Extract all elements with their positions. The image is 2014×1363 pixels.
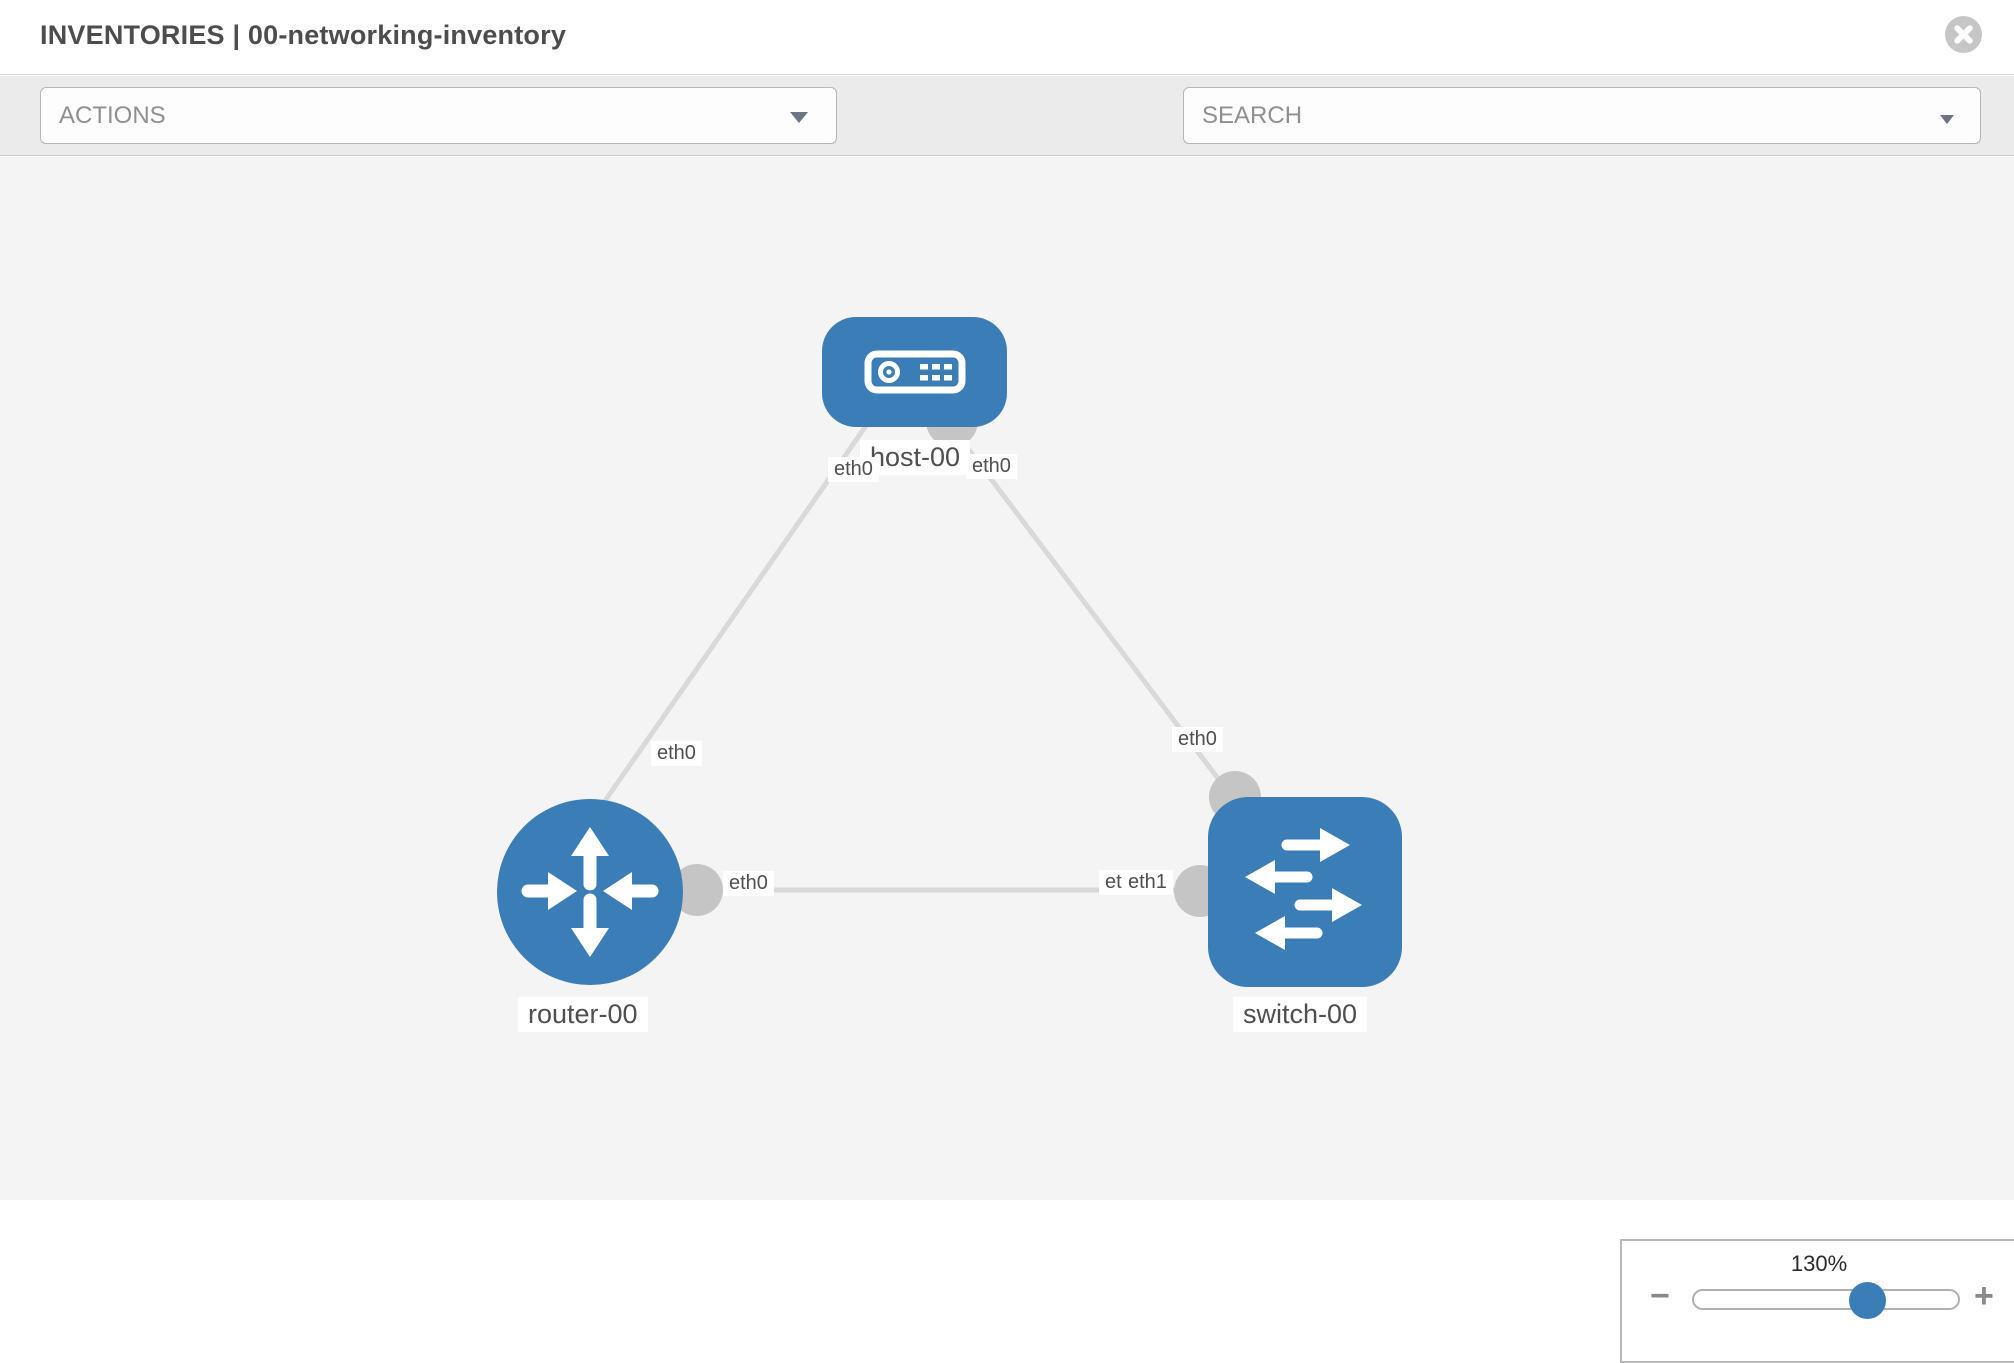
zoom-control-panel: 130% − +: [1620, 1239, 2014, 1363]
node-router-00[interactable]: [497, 799, 683, 985]
zoom-in-button[interactable]: +: [1974, 1277, 1994, 1315]
zoom-out-button[interactable]: −: [1650, 1277, 1670, 1315]
switch-icon: [1245, 828, 1362, 950]
close-icon: [1954, 25, 1973, 44]
iface-circle-router00[interactable]: [671, 864, 723, 916]
node-label-router-00: router-00: [518, 997, 648, 1032]
router-icon: [521, 827, 659, 957]
iface-label-router-eth0: eth0: [723, 871, 774, 896]
iface-label-switch-uplink: eth0: [1172, 727, 1223, 752]
zoom-slider-thumb[interactable]: [1849, 1282, 1886, 1319]
search-dropdown[interactable]: SEARCH: [1183, 87, 1981, 144]
chevron-down-icon: [1940, 115, 1954, 124]
actions-dropdown[interactable]: ACTIONS: [40, 87, 837, 144]
close-button[interactable]: [1945, 16, 1982, 53]
zoom-slider-track[interactable]: [1692, 1282, 1960, 1319]
link-host00-router00[interactable]: [597, 418, 873, 810]
search-dropdown-label: SEARCH: [1202, 102, 1303, 129]
header: INVENTORIES | 00-networking-inventory: [0, 0, 2014, 75]
toolbar: ACTIONS SEARCH: [0, 76, 2014, 208]
iface-label-router-uplink: eth0: [651, 741, 702, 766]
topology-canvas[interactable]: host-00 router-00 switch-00 eth0 eth0 et…: [0, 157, 2014, 1363]
iface-label-host-right: eth0: [966, 454, 1017, 479]
iface-label-switch-eth1: eth1: [1122, 870, 1173, 895]
links-layer: [592, 395, 1300, 917]
iface-label-host-left: eth0: [828, 457, 879, 482]
page-title: INVENTORIES | 00-networking-inventory: [40, 20, 567, 50]
node-switch-00[interactable]: [1208, 797, 1402, 987]
node-label-switch-00: switch-00: [1233, 997, 1368, 1032]
actions-dropdown-label: ACTIONS: [59, 102, 166, 129]
node-host-00[interactable]: [822, 317, 1007, 427]
chevron-down-icon: [790, 112, 808, 123]
host-icon: [864, 350, 966, 394]
zoom-level-value: 130%: [1790, 1251, 1848, 1276]
